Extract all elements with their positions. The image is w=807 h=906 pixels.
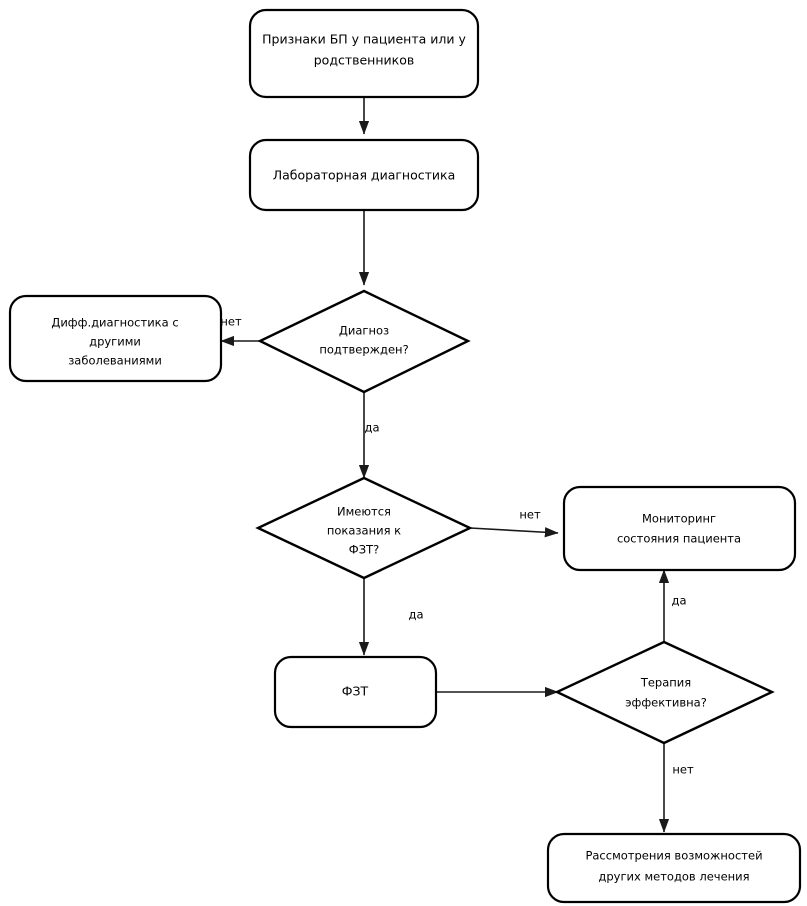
node-therapy-effective-shape bbox=[554, 640, 775, 745]
edge-label-diagnosis-no: нет bbox=[220, 315, 242, 329]
node-fzt-indications[interactable]: Имеются показания к ФЗТ? bbox=[255, 476, 473, 580]
node-diff-diagnosis-line-0: Дифф.диагностика с bbox=[51, 316, 178, 330]
node-start[interactable]: Признаки БП у пациента или у родственник… bbox=[248, 8, 480, 99]
node-other-methods-line-0: Рассмотрения возможностей bbox=[585, 849, 762, 863]
node-lab[interactable]: Лабораторная диагностика bbox=[248, 138, 480, 212]
node-other-methods[interactable]: Рассмотрения возможностей других методов… bbox=[546, 832, 802, 904]
node-diff-diagnosis-line-1: другими bbox=[89, 335, 141, 349]
node-monitoring-shape bbox=[562, 485, 797, 572]
node-fzt[interactable]: ФЗТ bbox=[273, 655, 438, 729]
node-other-methods-shape bbox=[546, 832, 802, 904]
node-fzt-indications-shape bbox=[255, 476, 473, 580]
node-therapy-effective[interactable]: Терапия эффективна? bbox=[554, 640, 775, 745]
node-fzt-line-0: ФЗТ bbox=[342, 684, 369, 699]
node-fzt-indications-line-1: показания к bbox=[327, 524, 401, 538]
edge-label-diagnosis-yes: да bbox=[365, 421, 380, 435]
node-diagnosis-confirmed[interactable]: Диагноз подтвержден? bbox=[257, 289, 471, 394]
node-start-line-1: родственников bbox=[314, 53, 414, 68]
node-diff-diagnosis[interactable]: Дифф.диагностика с другими заболеваниями bbox=[8, 294, 223, 383]
edge-fzt-indications-to-monitoring bbox=[469, 527, 559, 538]
node-monitoring-line-1: состояния пациента bbox=[617, 532, 741, 546]
node-lab-line-0: Лабораторная диагностика bbox=[273, 168, 456, 183]
edge-label-fzt-indications-yes: да bbox=[409, 608, 424, 622]
node-diff-diagnosis-line-2: заболеваниями bbox=[68, 354, 162, 368]
node-monitoring-line-0: Мониторинг bbox=[642, 512, 716, 526]
node-diagnosis-confirmed-line-0: Диагноз bbox=[339, 324, 389, 338]
node-fzt-indications-line-2: ФЗТ? bbox=[349, 543, 379, 557]
node-therapy-effective-line-0: Терапия bbox=[640, 676, 691, 690]
node-fzt-indications-line-0: Имеются bbox=[337, 505, 391, 519]
node-fzt-shape bbox=[273, 655, 438, 729]
node-other-methods-line-1: других методов лечения bbox=[598, 870, 749, 884]
edge-labels-layer: нет да нет да да нет bbox=[220, 315, 694, 777]
node-diagnosis-confirmed-line-1: подтвержден? bbox=[319, 343, 408, 357]
node-monitoring[interactable]: Мониторинг состояния пациента bbox=[562, 485, 797, 572]
node-lab-shape bbox=[248, 138, 480, 212]
edge-label-therapy-no: нет bbox=[672, 763, 694, 777]
edges-layer bbox=[220, 97, 670, 833]
edge-label-therapy-yes: да bbox=[672, 594, 687, 608]
edge-label-fzt-indications-no: нет bbox=[519, 508, 541, 522]
node-diagnosis-confirmed-shape bbox=[257, 289, 471, 394]
node-start-shape bbox=[248, 8, 480, 99]
node-start-line-0: Признаки БП у пациента или у bbox=[262, 32, 466, 47]
node-diff-diagnosis-shape bbox=[8, 294, 223, 383]
node-therapy-effective-line-1: эффективна? bbox=[625, 696, 707, 710]
